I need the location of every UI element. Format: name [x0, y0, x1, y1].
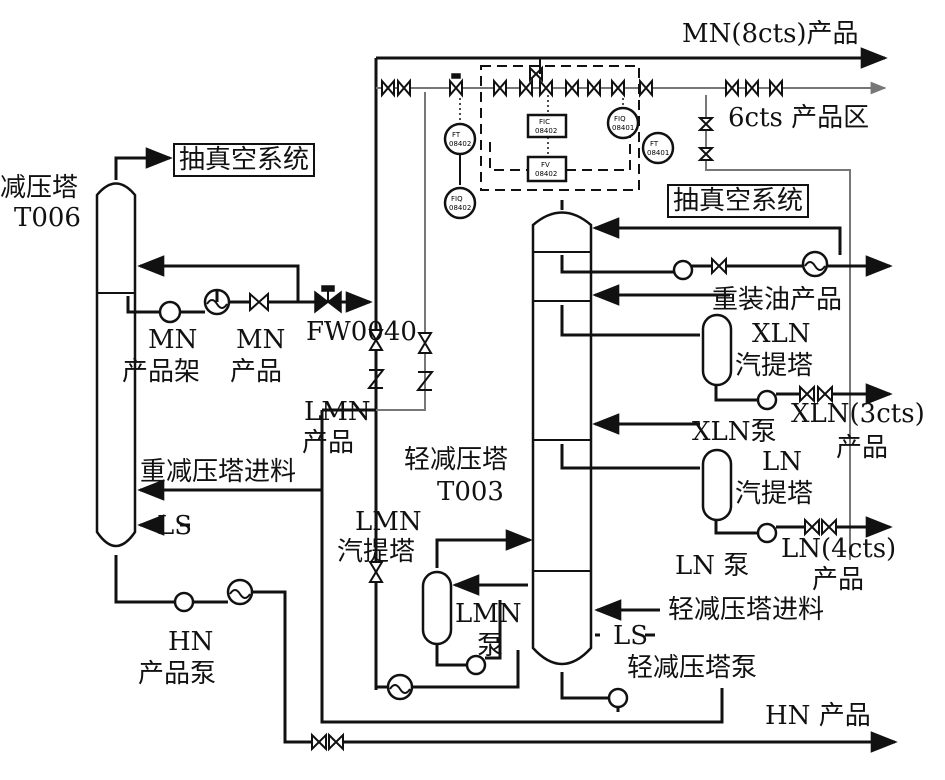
light-column-pump	[607, 687, 629, 709]
svg-text:08401: 08401	[647, 149, 669, 157]
svg-text:FIQ: FIQ	[614, 115, 626, 123]
ln-4cts-label-2: 产品	[812, 565, 865, 595]
mn-product-label-2: 产品	[230, 357, 283, 387]
hn-product-label: HN 产品	[765, 701, 871, 731]
vac-system-right-label: 抽真空系统	[667, 184, 810, 218]
light-pump-label: 轻减压塔泵	[627, 653, 758, 683]
mn-product-label-1: MN	[236, 325, 286, 355]
fw0040-label: FW0040	[306, 317, 417, 347]
mn-pump	[158, 300, 182, 324]
hn-pump-label-2: 产品泵	[138, 659, 217, 689]
mn-valve	[249, 291, 269, 313]
svg-text:08402: 08402	[449, 140, 471, 148]
xln-3cts-label-1: XLN(3cts)	[791, 399, 925, 429]
lmn-stripper-label-1: LMN	[355, 507, 422, 537]
column-t006	[95, 182, 137, 548]
ln-stripper-label-1: LN	[762, 447, 803, 477]
ft-08401: FT 08401	[641, 131, 675, 165]
ln-stripper	[701, 448, 733, 522]
svg-text:FIC: FIC	[539, 118, 550, 126]
cts6-area-label: 6cts 产品区	[728, 103, 870, 133]
svg-text:08402: 08402	[449, 204, 471, 212]
svg-text:08401: 08401	[612, 124, 634, 132]
top-valve-row	[381, 65, 783, 98]
heavy-feed-label: 重减压塔进料	[140, 457, 297, 487]
lmn-pump-label-1: LMN	[455, 599, 522, 629]
svg-text:FV: FV	[541, 161, 550, 169]
heavy-oil-cooler	[801, 250, 829, 278]
lmn-stripper-label-2: 汽提塔	[337, 537, 416, 567]
heavy-oil-valve	[711, 256, 727, 276]
reflux-line-t006	[137, 255, 300, 302]
xln-stripper-label-1: XLN	[752, 319, 811, 349]
hn-pump-label-1: HN	[168, 627, 214, 657]
hn-valve	[311, 732, 327, 752]
ln-pump	[756, 522, 778, 544]
control-loop-box	[480, 65, 640, 191]
xln-pump-label: XLN泵	[692, 417, 777, 447]
hn-pump	[173, 591, 195, 613]
hn-cooler	[226, 578, 254, 606]
svg-text:FT: FT	[452, 131, 461, 139]
lmn-valves-gray	[415, 332, 435, 391]
heavy-oil-pump	[672, 259, 694, 281]
column-t003	[531, 211, 593, 666]
lmn-product-label-1: LMN	[304, 397, 371, 427]
vac-system-left-label: 抽真空系统	[173, 143, 316, 177]
fw0040-valve	[314, 285, 342, 314]
ft-08402: FT 08402	[443, 122, 477, 156]
mn-draw-line	[126, 296, 160, 314]
hn-line	[320, 410, 724, 724]
t006-tag-label: T006	[14, 203, 81, 233]
fiq-08402: FIQ 08402	[443, 186, 477, 220]
lmn-product-label-2: 产品	[302, 428, 355, 458]
lmn-pump	[465, 654, 487, 676]
t003-name-label: 轻减压塔	[404, 445, 509, 475]
fiq-08401: FIQ 08401	[606, 106, 640, 140]
xln-pump	[756, 389, 778, 411]
xln-stripper-label-2: 汽提塔	[735, 351, 814, 381]
t003-reflux	[592, 217, 842, 255]
xln-3cts-label-2: 产品	[836, 433, 889, 463]
header-valves	[366, 329, 386, 389]
vac-line-left	[114, 147, 173, 180]
ln-pump-label: LN 泵	[675, 551, 750, 581]
ln-4cts-label-1: LN(4cts)	[781, 534, 897, 564]
right-valve-v	[697, 117, 715, 161]
ln-stripper-label-2: 汽提塔	[735, 479, 814, 509]
light-feed-label: 轻减压塔进料	[668, 595, 825, 625]
svg-text:08402: 08402	[535, 170, 557, 178]
t003-tag-label: T003	[437, 477, 504, 507]
fv-08402: FV 08402	[526, 155, 568, 183]
svg-text:FIQ: FIQ	[451, 195, 463, 203]
mn-rack-label-2: 产品架	[122, 357, 201, 387]
lmn-stripper	[421, 570, 453, 646]
lmn-cooler	[386, 673, 414, 701]
xln-stripper	[701, 313, 733, 387]
svg-text:FT: FT	[650, 140, 659, 148]
lmn-pump-label-2: 泵	[477, 631, 504, 661]
t006-name-label: 减压塔	[0, 173, 79, 203]
mn-8cts-label: MN(8cts)产品	[682, 19, 859, 49]
svg-text:08402: 08402	[535, 127, 557, 135]
ls-right-label: LS	[613, 621, 649, 651]
ls-left-label: LS	[157, 511, 193, 541]
mn-rack-label-1: MN	[148, 325, 198, 355]
fic-08402: FIC 08402	[526, 113, 568, 139]
heavy-oil-label: 重装油产品	[712, 285, 843, 315]
